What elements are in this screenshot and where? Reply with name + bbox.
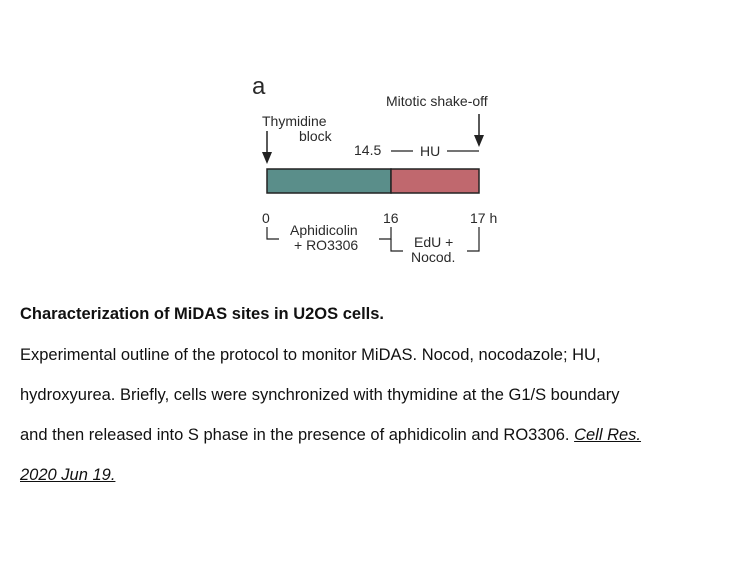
tick-0-label: 0 xyxy=(262,210,270,226)
caption-line-1: Experimental outline of the protocol to … xyxy=(20,346,601,364)
citation-date-link[interactable]: 2020 Jun 19. xyxy=(20,466,116,484)
panel-label: a xyxy=(252,73,266,100)
aphidicolin-end-bracket xyxy=(379,227,392,240)
caption-line-3: and then released into S phase in the pr… xyxy=(20,426,641,445)
thymidine-label: Thymidine xyxy=(262,113,327,129)
caption-line-2: hydroxyurea. Briefly, cells were synchro… xyxy=(20,386,620,404)
nocod-label: Nocod. xyxy=(411,249,455,265)
caption-line-4: 2020 Jun 19. xyxy=(20,466,115,485)
mitotic-shakeoff-label: Mitotic shake-off xyxy=(386,93,488,109)
phase1-bar xyxy=(266,168,392,194)
edu-start-bracket xyxy=(390,239,403,252)
citation-link[interactable]: Cell Res. xyxy=(574,426,642,444)
ro3306-label: + RO3306 xyxy=(294,237,358,253)
hu-label: HU xyxy=(420,143,440,159)
thymidine-block-label: block xyxy=(299,128,333,144)
shakeoff-arrow xyxy=(474,114,484,147)
caption-line-3-text: and then released into S phase in the pr… xyxy=(20,426,570,444)
tick-17-label: 17 h xyxy=(470,210,497,226)
aphidicolin-bracket xyxy=(266,227,279,240)
tick-16-label: 16 xyxy=(383,210,399,226)
protocol-timeline-figure: a Thymidine block Mitotic shake-off 14.5… xyxy=(252,73,497,265)
phase2-bar xyxy=(390,168,480,194)
caption-title: Characterization of MiDAS sites in U2OS … xyxy=(20,305,385,323)
edu-label: EdU + xyxy=(414,234,453,250)
aphidicolin-label: Aphidicolin xyxy=(290,222,358,238)
thymidine-arrow xyxy=(262,131,272,164)
edu-end-bracket xyxy=(467,227,480,252)
hu-start-label: 14.5 xyxy=(354,142,381,158)
